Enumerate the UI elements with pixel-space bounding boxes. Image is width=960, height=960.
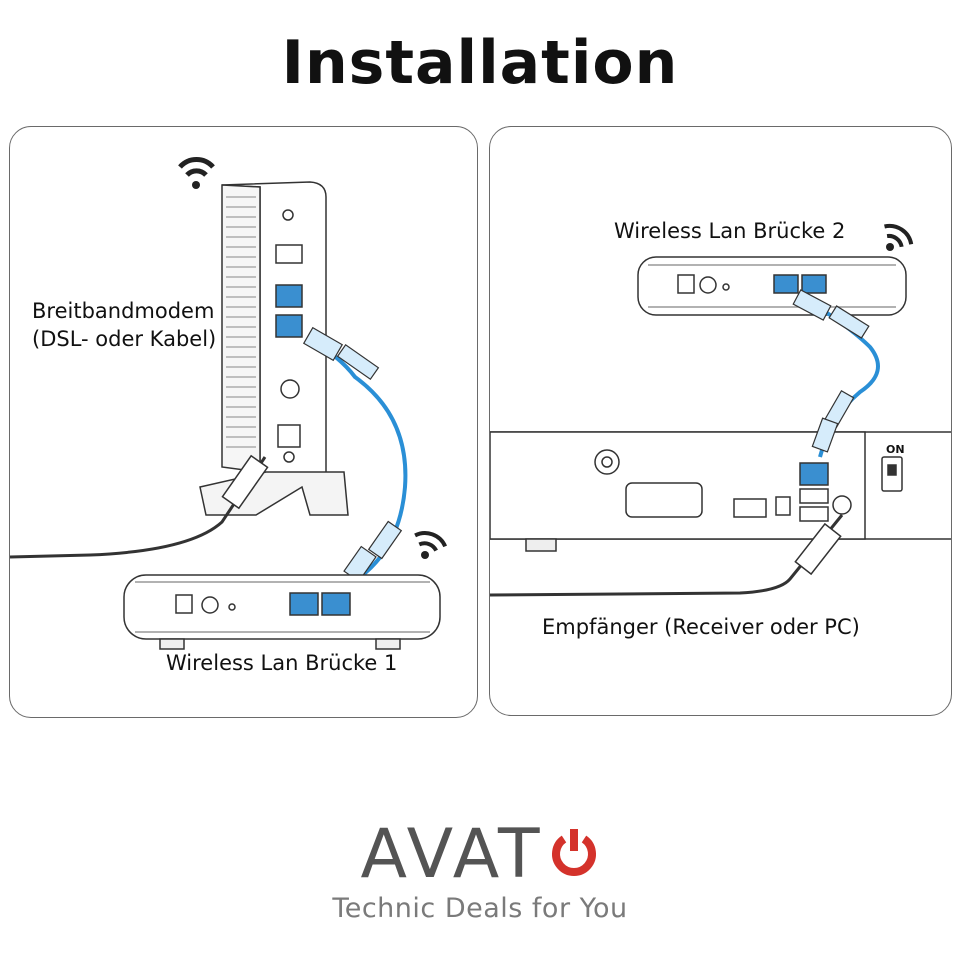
left-diagram [10,157,448,650]
switch-label: ON [886,443,905,456]
wireless-bridge-1 [123,574,441,650]
left-panel: Breitbandmodem (DSL- oder Kabel) Wireles… [9,126,478,718]
ethernet-plug-left-bottom [343,520,403,583]
right-panel: Wireless Lan Brücke 2 ON Empfänger (Rece… [489,126,952,716]
ethernet-plug-right-top [792,289,870,339]
right-diagram [490,223,951,597]
power-plug-right [794,522,842,576]
wireless-bridge-2 [637,256,907,316]
ethernet-plug-left-top [302,326,380,381]
wifi-icon [414,531,448,559]
logo-tagline: Technic Deals for You [332,893,628,924]
modem-label-line1: Breitbandmodem [32,299,215,323]
power-icon [548,822,600,876]
bridge-2-label: Wireless Lan Brücke 2 [614,219,846,243]
power-plug-left [221,454,269,510]
receiver [490,431,951,552]
modem-label-line2: (DSL- oder Kabel) [32,327,217,351]
wifi-icon [178,157,215,189]
power-cable-right [490,514,844,597]
page-title: Installation [281,28,679,98]
ethernet-plug-right-bottom [811,389,855,453]
receiver-label: Empfänger (Receiver oder PC) [542,615,860,639]
logo-wordmark: AVAT [360,815,544,894]
wifi-icon [884,223,914,251]
power-cable-left [10,456,267,559]
brand-logo: AVAT [0,820,960,890]
bridge-1-label: Wireless Lan Brücke 1 [166,651,398,675]
